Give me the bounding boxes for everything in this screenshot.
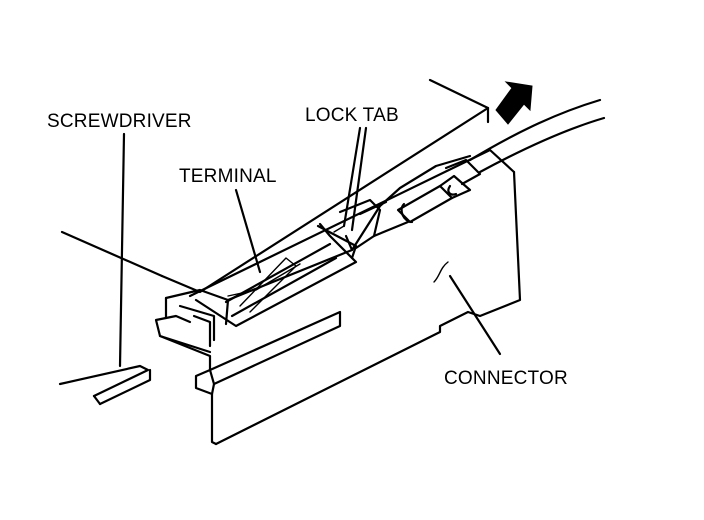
label-terminal: TERMINAL (179, 166, 277, 187)
label-screwdriver: SCREWDRIVER (47, 111, 192, 132)
upper-cover-plate (60, 78, 490, 294)
terminal-part (194, 198, 410, 328)
connector-body (154, 148, 522, 446)
label-connector: CONNECTOR (444, 368, 568, 389)
pull-direction-arrow-icon (495, 81, 533, 125)
connector-leader (448, 274, 502, 356)
lock-tab-leader (333, 126, 368, 233)
wire-seal (396, 158, 482, 224)
wire (468, 98, 606, 174)
terminal-leader (234, 188, 262, 274)
screwdriver (58, 132, 152, 406)
label-lock-tab: LOCK TAB (305, 105, 399, 126)
